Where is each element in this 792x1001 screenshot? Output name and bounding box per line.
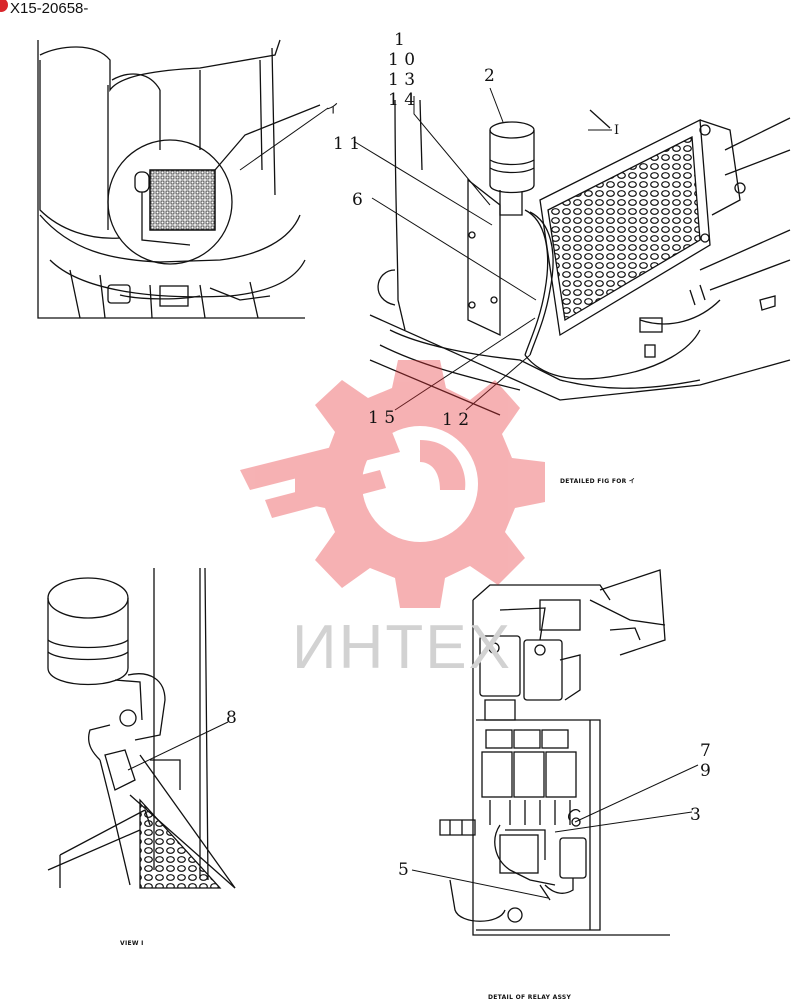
caption-relay-assy: DETAIL OF RELAY ASSY xyxy=(488,994,572,1001)
callout-15: 1 5 xyxy=(368,408,396,428)
overview-drawing xyxy=(37,39,321,319)
watermark-logo-icon xyxy=(240,360,545,608)
callout-2: 2 xyxy=(484,66,495,86)
callout-14: 1 4 xyxy=(388,90,416,110)
document-id-text: X15-20658- xyxy=(10,0,89,17)
callout-view-i: I xyxy=(614,123,620,138)
callout-9: 9 xyxy=(700,761,711,781)
callout-i-katakana: イ xyxy=(326,102,340,117)
callout-6: 6 xyxy=(352,190,363,210)
callout-12: 1 2 xyxy=(442,410,470,430)
view-drawing xyxy=(47,567,236,889)
callout-1: 1 xyxy=(394,30,405,50)
callout-13: 1 3 xyxy=(388,70,416,90)
detail-drawing xyxy=(369,99,791,416)
callout-8: 8 xyxy=(226,708,237,728)
caption-view-i: VIEW I xyxy=(120,940,144,947)
red-dot-icon xyxy=(0,0,8,12)
callout-10: 1 0 xyxy=(388,50,416,70)
watermark-text: ИНТЕХ xyxy=(292,613,512,682)
relay-leaders xyxy=(127,721,699,899)
callout-3: 3 xyxy=(690,805,701,825)
callout-7: 7 xyxy=(700,741,711,761)
callout-11: 1 1 xyxy=(333,134,361,154)
detail-leaders xyxy=(239,87,612,411)
relay-drawing xyxy=(439,569,670,936)
callout-5: 5 xyxy=(398,860,409,880)
caption-detailed-fig: DETAILED FIG FOR イ xyxy=(560,478,636,485)
